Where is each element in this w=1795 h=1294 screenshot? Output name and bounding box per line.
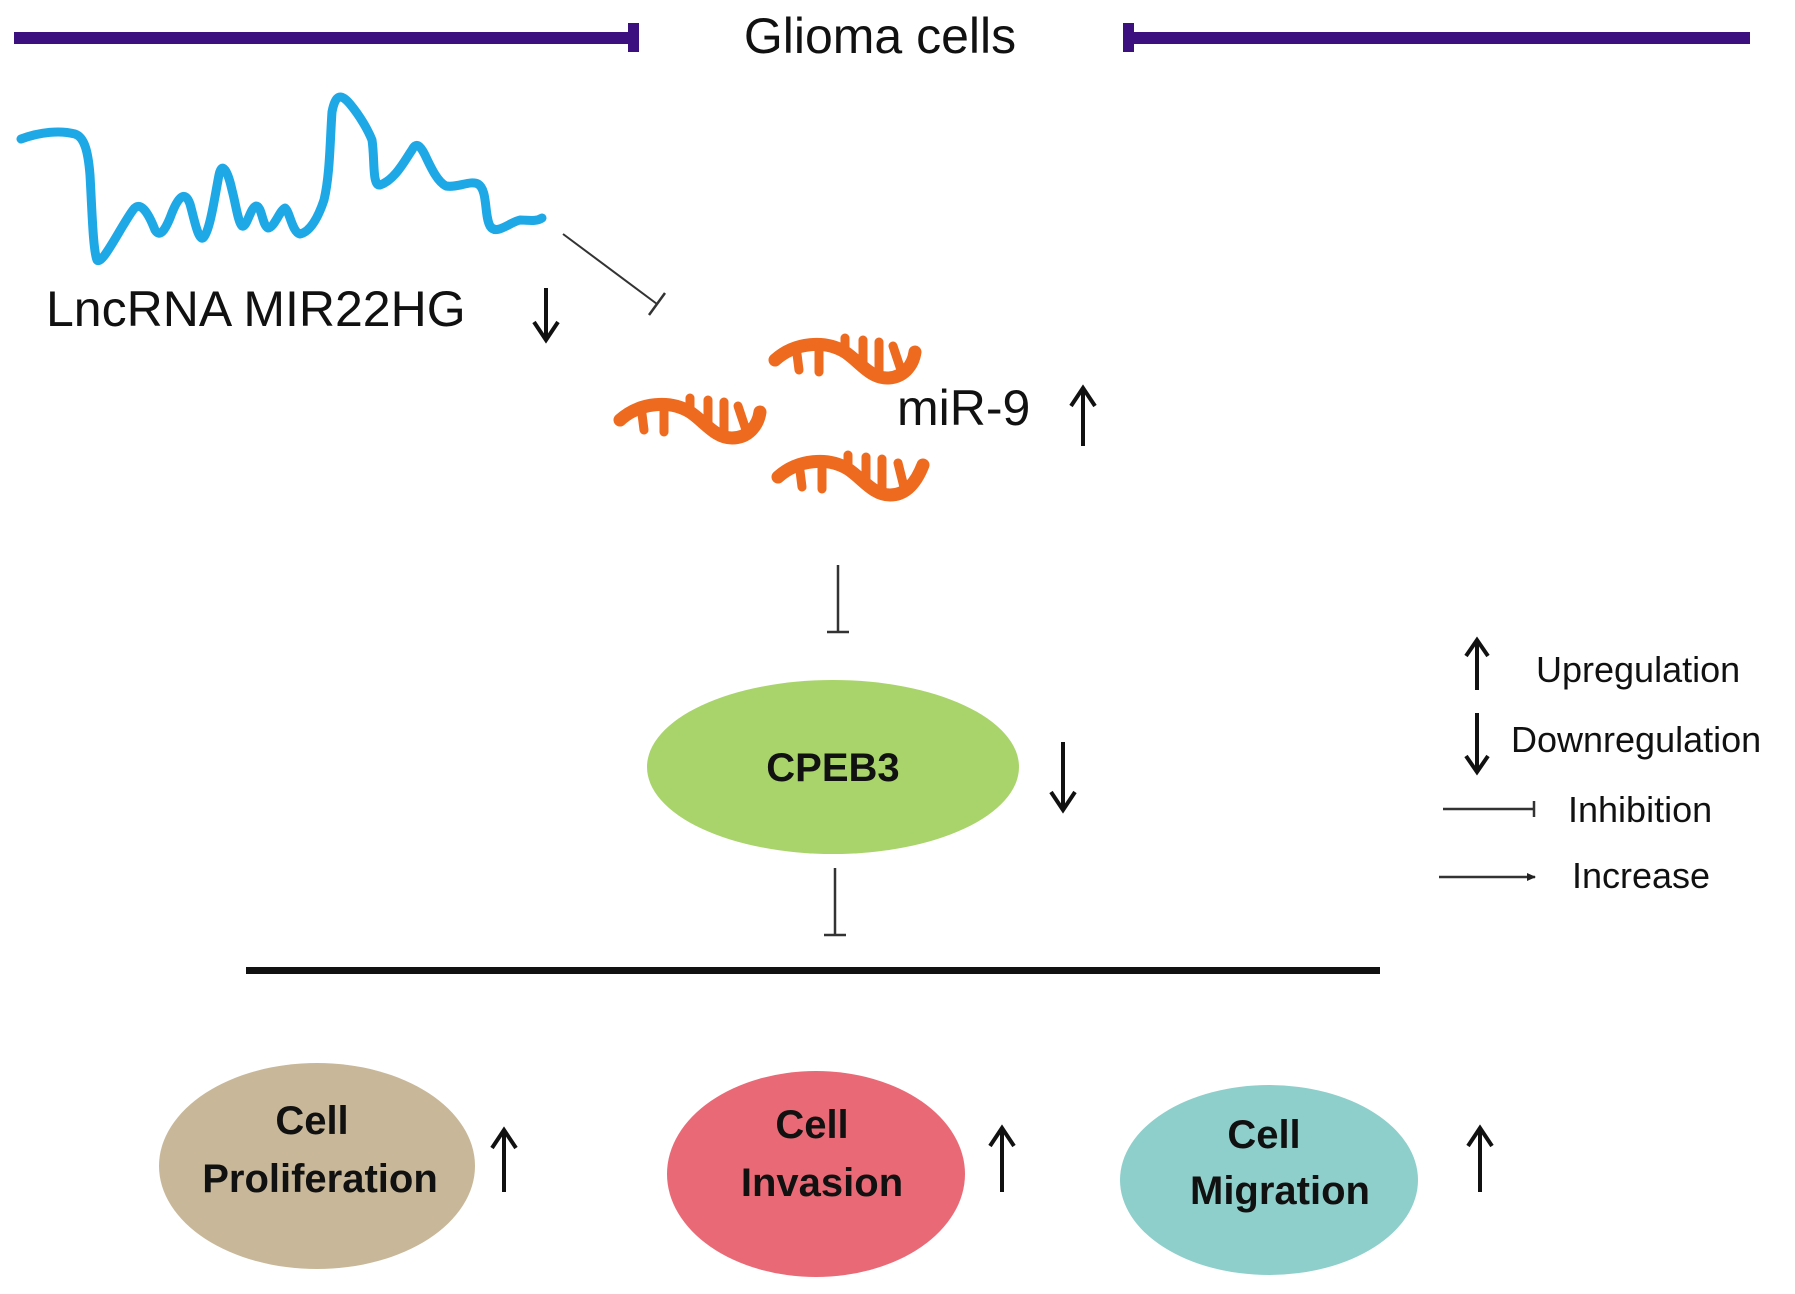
mirna-icon: [768, 333, 922, 385]
outcome-proliferation: Cell Proliferation: [159, 1063, 518, 1269]
lncrna-strand-icon: [16, 92, 547, 265]
outcome-ellipse: [1120, 1085, 1418, 1275]
glioma-cells-header: Glioma cells: [14, 8, 1750, 64]
cpeb3-label: CPEB3: [766, 746, 899, 790]
up-arrow-icon: [988, 1124, 1016, 1192]
legend-label: Increase: [1572, 855, 1710, 896]
mirna-icon: [613, 393, 767, 445]
legend-label: Upregulation: [1536, 649, 1740, 690]
mirna-up-arrow-icon: [1069, 384, 1097, 446]
mirna-icon: [771, 450, 930, 502]
outcome-invasion: Cell Invasion: [667, 1071, 1016, 1277]
lncrna-node: LncRNA MIR22HG: [16, 92, 560, 344]
lncrna-down-arrow-icon: [532, 288, 560, 344]
outcome-migration: Cell Migration: [1120, 1085, 1494, 1275]
header-title: Glioma cells: [744, 8, 1016, 64]
cpeb3-ellipse: [647, 680, 1019, 854]
header-bar-right: [1128, 32, 1750, 44]
legend-label: Downregulation: [1511, 719, 1761, 760]
header-bar-left-cap: [628, 23, 639, 52]
outcome-line2: Migration: [1190, 1169, 1370, 1213]
outcome-line1: Cell: [775, 1103, 848, 1147]
outcome-line2: Proliferation: [202, 1157, 438, 1201]
inhibition-cpeb3-to-phenotypes: [824, 868, 846, 937]
inhibition-lncrna-to-mir9: [562, 233, 667, 316]
legend-item-upregulation: Upregulation: [1464, 636, 1740, 690]
cpeb3-down-arrow-icon: [1049, 742, 1077, 814]
up-arrow-icon: [1464, 636, 1490, 690]
outcome-line1: Cell: [1227, 1113, 1300, 1157]
outcome-ellipse: [667, 1071, 965, 1277]
header-bar-right-cap: [1123, 23, 1134, 52]
outcome-line1: Cell: [275, 1099, 348, 1143]
outcome-ellipse: [159, 1063, 475, 1269]
cpeb3-node: CPEB3: [647, 680, 1077, 854]
phenotype-divider: [246, 967, 1380, 974]
legend-label: Inhibition: [1568, 789, 1712, 830]
header-bar-left: [14, 32, 634, 44]
mirna-cluster: miR-9: [613, 333, 1097, 502]
lncrna-label: LncRNA MIR22HG: [46, 281, 466, 337]
legend-item-downregulation: Downregulation: [1464, 713, 1761, 776]
inhibition-mir9-to-cpeb3: [827, 565, 849, 634]
inhibition-line-icon: [1443, 801, 1536, 817]
outcome-line2: Invasion: [741, 1161, 903, 1205]
mirna-label: miR-9: [897, 380, 1030, 436]
up-arrow-icon: [1466, 1124, 1494, 1192]
legend-item-increase: Increase: [1439, 855, 1710, 896]
legend-item-inhibition: Inhibition: [1443, 789, 1712, 830]
down-arrow-icon: [1464, 713, 1490, 776]
legend: Upregulation Downregulation Inhibition I…: [1439, 636, 1761, 896]
up-arrow-icon: [490, 1126, 518, 1192]
